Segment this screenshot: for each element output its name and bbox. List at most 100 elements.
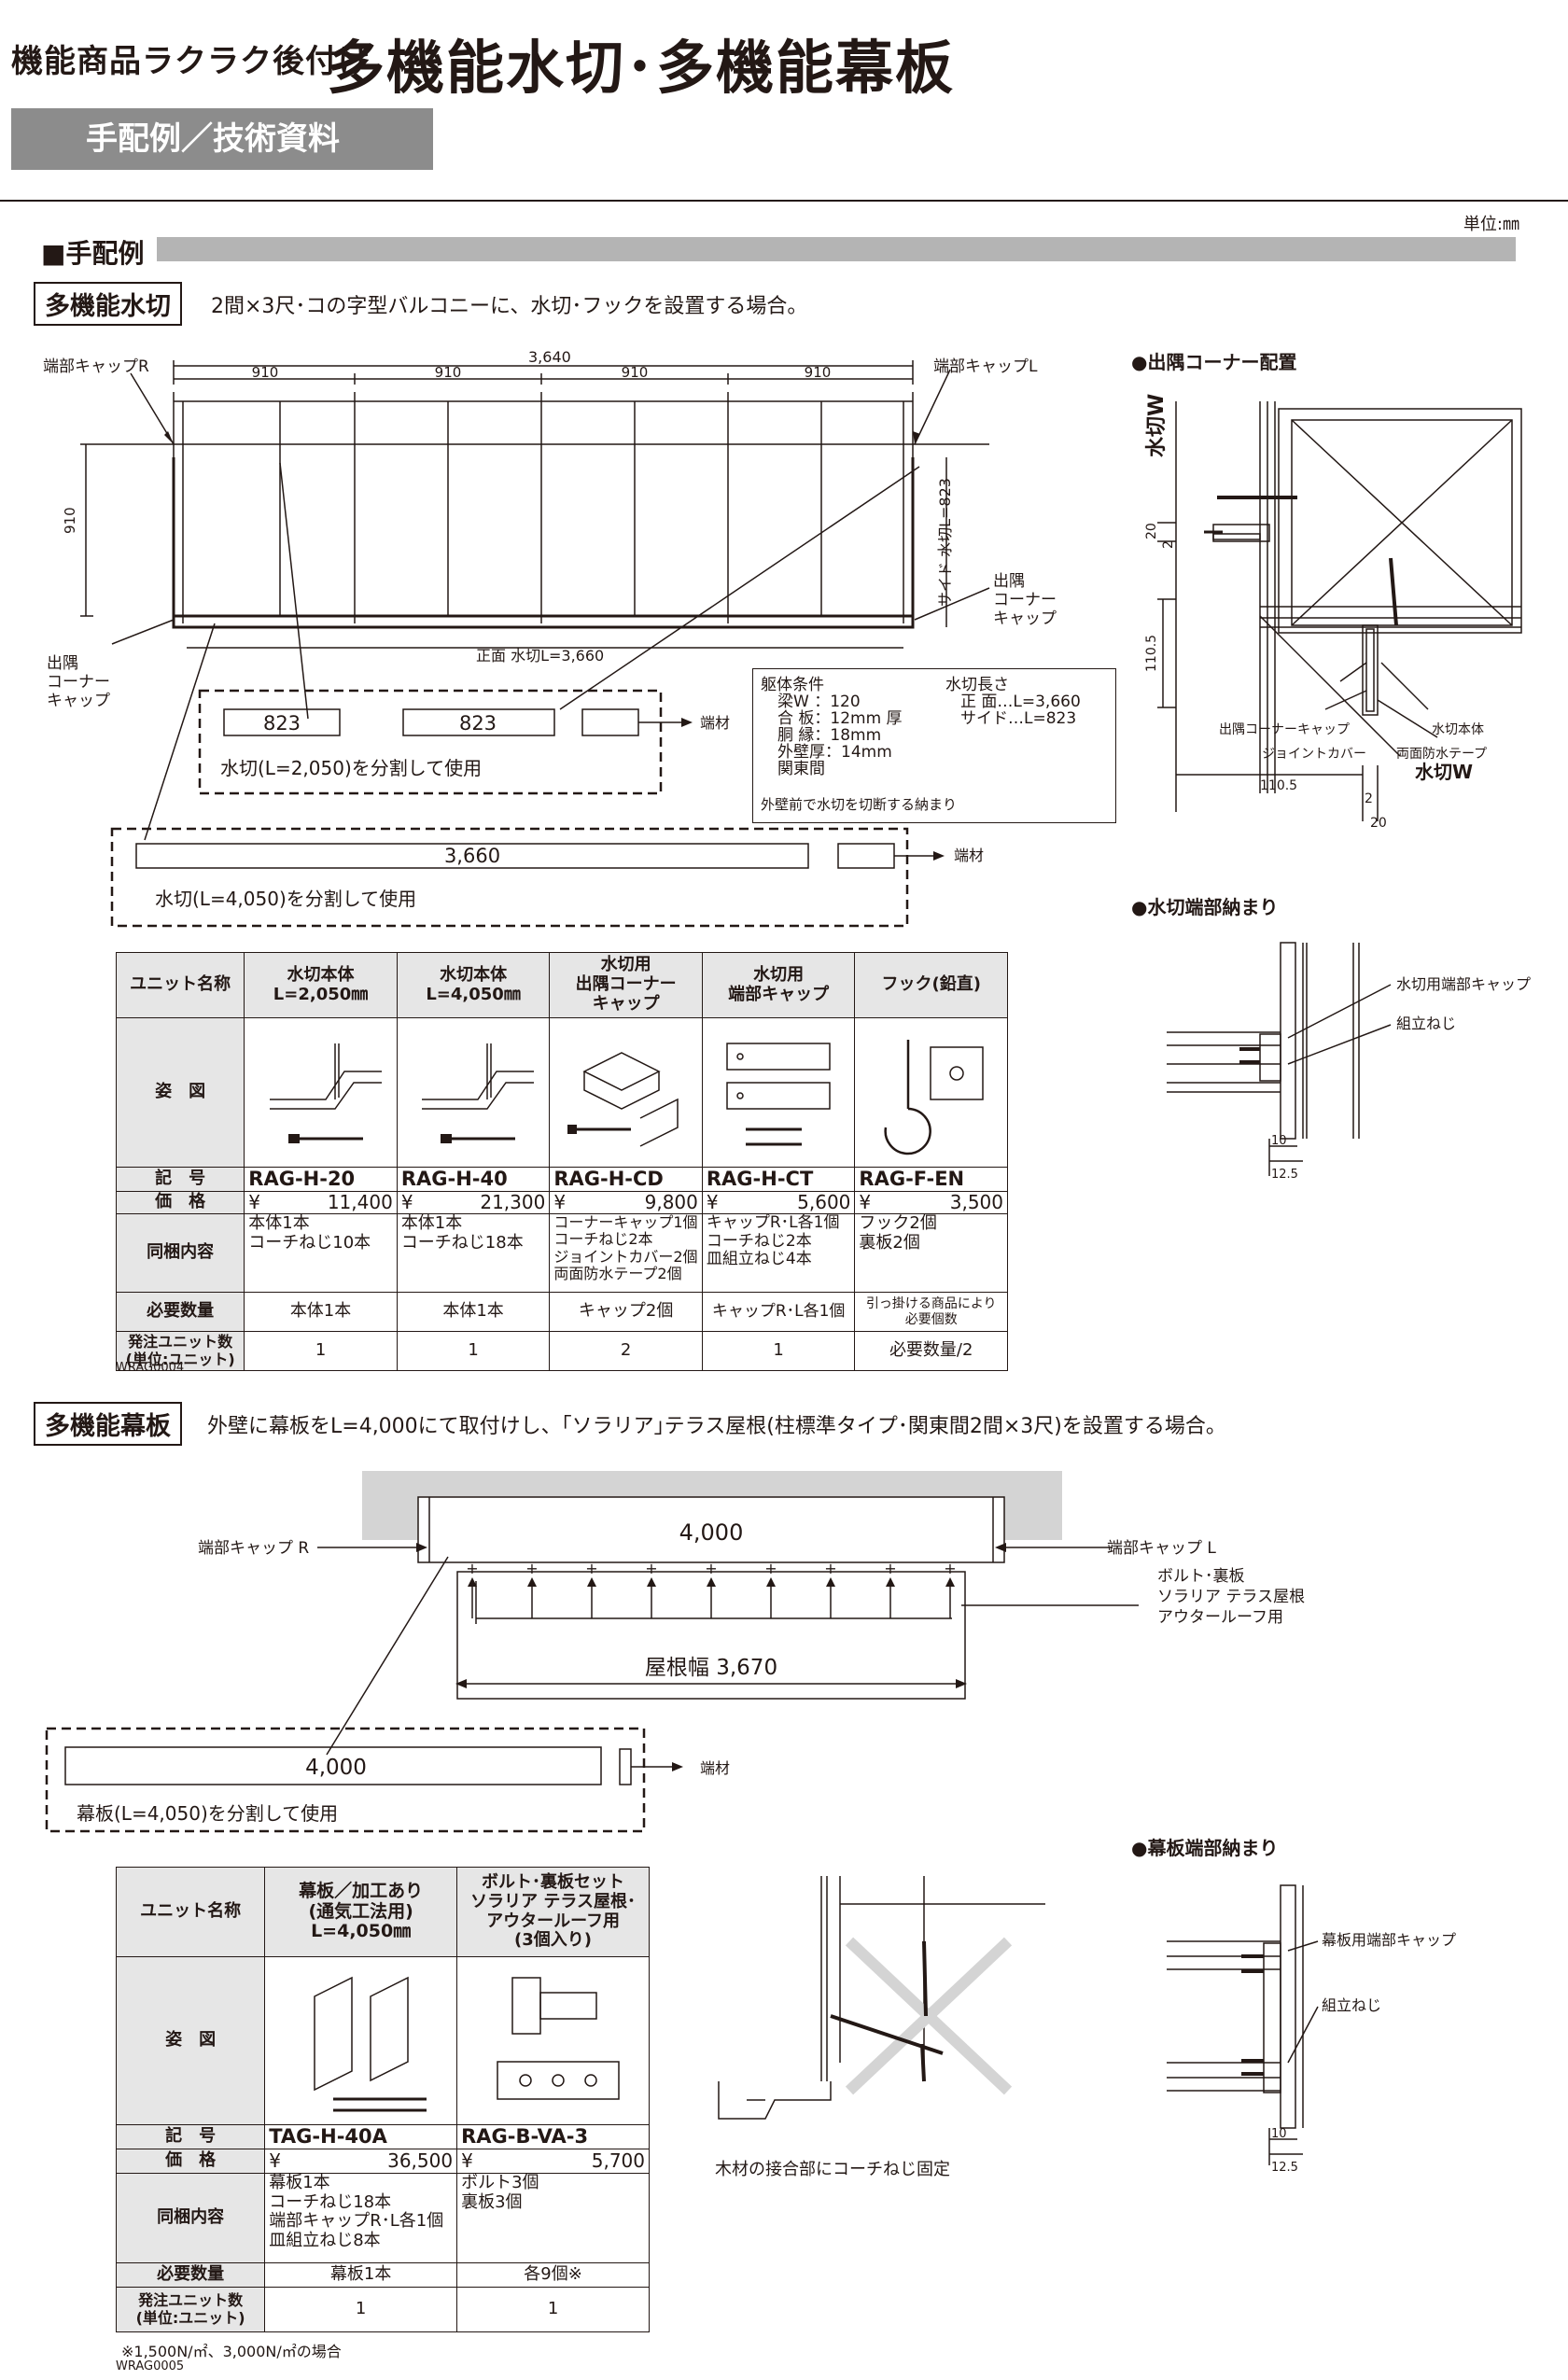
product-code: RAG-F-EN [854, 1167, 1008, 1192]
svg-text:サイド 水切L=823: サイド 水切L=823 [936, 478, 954, 607]
product-price: ¥3,500 [854, 1191, 1008, 1214]
makuita-end-section-drawing: 幕板用端部キャップ 組立ねじ 10 12.5 [1167, 1884, 1456, 2175]
hook-image [884, 1039, 984, 1155]
col-name: 水切本体 L=2,050㎜ [244, 952, 398, 1018]
svg-text:端材: 端材 [700, 1759, 730, 1777]
bolt-mark: + [645, 1560, 657, 1577]
svg-text:屋根幅 3,670: 屋根幅 3,670 [645, 1656, 777, 1680]
table-row: 価 格 ¥36,500 ¥5,700 [115, 2149, 650, 2174]
svg-text:3,660: 3,660 [444, 845, 500, 867]
corner-section-title: ●出隅コーナー配置 [1131, 351, 1297, 373]
svg-text:823: 823 [263, 712, 301, 735]
mizukiri-end-section-drawing: 水切用端部キャップ 組立ねじ 10 12.5 [1167, 942, 1531, 1182]
table-row: 必要数量 幕板1本 各9個※ [115, 2262, 650, 2288]
svg-text:823: 823 [459, 712, 497, 735]
bolt-arrow-head [707, 1577, 716, 1587]
makuita-board-image [313, 1976, 427, 2112]
product-contents: 本体1本 コーチねじ10本 [244, 1213, 398, 1293]
order-units: 1 [264, 2287, 458, 2332]
col-name: ボルト･裏板セット ソラリア テラス屋根･ アウタールーフ用 (3個入り) [456, 1867, 650, 1957]
table-row: 姿 図 [115, 1017, 1008, 1168]
mizukiri-spec-table: ユニット名称 水切本体 L=2,050㎜ 水切本体 L=4,050㎜ 水切用 出… [115, 952, 1008, 1371]
bolt-mark: + [585, 1560, 597, 1577]
svg-text:ソラリア テラス屋根･: ソラリア テラス屋根･ [1157, 1588, 1307, 1606]
svg-text:ジョイントカバー: ジョイントカバー [1262, 747, 1366, 762]
svg-text:10: 10 [1271, 1134, 1287, 1148]
product-contents: コーナーキャップ1個 コーチねじ2本 ジョイントカバー2個 両面防水テープ2個 [549, 1213, 703, 1293]
product-code: RAG-H-CD [549, 1167, 703, 1192]
row-label: 必要数量 [115, 1292, 245, 1332]
svg-text:端材: 端材 [700, 714, 730, 732]
bolt-arrow-head [826, 1577, 835, 1587]
row-label: 記 号 [115, 1167, 245, 1192]
row-label: 発注ユニット数 (単位:ユニット) [115, 2287, 266, 2332]
header-small-title: 機能商品ラクラク後付け [11, 43, 371, 80]
water-drip-body-image [269, 1043, 382, 1143]
mizukiri-table-code: WRAG0004 [116, 1361, 185, 1375]
bolt-mark: + [824, 1560, 836, 1577]
product-code: RAG-H-20 [244, 1167, 398, 1192]
table-row: 同梱内容 本体1本 コーチねじ10本 本体1本 コーチねじ18本 コーナーキャッ… [115, 1213, 1008, 1293]
svg-text:水切用端部キャップ: 水切用端部キャップ [1396, 975, 1531, 993]
svg-text:20: 20 [1144, 523, 1159, 539]
svg-text:910: 910 [805, 364, 832, 381]
svg-text:12.5: 12.5 [1271, 1168, 1298, 1182]
makuita-spec-table: ユニット名称 幕板／加工あり (通気工法用) L=4,050㎜ ボルト･裏板セッ… [115, 1867, 650, 2332]
svg-text:木材の接合部にコーチねじ固定: 木材の接合部にコーチねじ固定 [715, 2160, 950, 2179]
table-row: 記 号 TAG-H-40A RAG-B-VA-3 [115, 2124, 650, 2149]
required-qty: キャップR･L各1個 [701, 1292, 856, 1332]
svg-text:910: 910 [435, 364, 462, 381]
table-row: 同梱内容 幕板1本 コーチねじ18本 端部キャップR･L各1個 皿組立ねじ8本 … [115, 2173, 650, 2263]
table-row: 記 号 RAG-H-20 RAG-H-40 RAG-H-CD RAG-H-CT … [115, 1167, 1008, 1192]
corner-cap-image [567, 1051, 679, 1147]
bolt-arrow-head [647, 1577, 656, 1587]
product-contents: キャップR･L各1個 コーチねじ2本 皿組立ねじ4本 [701, 1213, 856, 1293]
makuita-table-note: ※1,500N/㎡、3,000N/㎡の場合 [121, 2343, 342, 2360]
svg-text:ボルト･裏板: ボルト･裏板 [1157, 1566, 1245, 1586]
product-image-cell [456, 1956, 650, 2125]
svg-text:2: 2 [1161, 540, 1176, 549]
col-name: フック(鉛直) [854, 952, 1008, 1018]
svg-text:コーナー: コーナー [47, 673, 110, 692]
svg-text:端部キャップR: 端部キャップR [43, 357, 149, 376]
product-contents: ボルト3個 裏板3個 [456, 2173, 650, 2263]
row-label: 姿 図 [115, 1956, 266, 2125]
row-label: 価 格 [115, 2149, 266, 2174]
svg-text:正面 水切L=3,660: 正面 水切L=3,660 [476, 647, 604, 665]
header-divider [0, 200, 1568, 202]
svg-text:水切本体: 水切本体 [1432, 722, 1484, 737]
row-label: 必要数量 [115, 2262, 266, 2288]
table-row: 必要数量 本体1本 本体1本 キャップ2個 キャップR･L各1個 引っ掛ける商品… [115, 1292, 1008, 1332]
row-label: 同梱内容 [115, 2173, 266, 2263]
mizukiri-description: 2間×3尺･コの字型バルコニーに、水切･フックを設置する場合。 [211, 295, 808, 318]
joint-screw-drawing: 木材の接合部にコーチねじ固定 [715, 1876, 1045, 2179]
subtitle-bar: 手配例／技術資料 [11, 108, 433, 170]
bolt-arrow-head [468, 1577, 477, 1587]
svg-text:3,640: 3,640 [528, 348, 571, 366]
product-price: ¥11,400 [244, 1191, 398, 1214]
order-units: 1 [244, 1331, 398, 1371]
svg-text:出隅: 出隅 [993, 572, 1025, 591]
product-contents: 本体1本 コーチねじ18本 [396, 1213, 551, 1293]
bolt-mark: + [525, 1560, 538, 1577]
bolt-mark: + [705, 1560, 717, 1577]
svg-text:幕板用端部キャップ: 幕板用端部キャップ [1322, 1931, 1456, 1949]
conditions-right: 水切長さ 正 面…L=3,660 サイド…L=823 [945, 676, 1081, 728]
table-row: ユニット名称 幕板／加工あり (通気工法用) L=4,050㎜ ボルト･裏板セッ… [115, 1867, 650, 1957]
table-row: 発注ユニット数 (単位:ユニット) 1 1 2 1 必要数量/2 [115, 1331, 1008, 1371]
col-name: 水切用 出隅コーナー キャップ [549, 952, 703, 1018]
svg-text:12.5: 12.5 [1271, 2161, 1298, 2175]
svg-text:110.5: 110.5 [1144, 635, 1159, 672]
svg-text:キャップ: キャップ [47, 692, 110, 710]
svg-text:水切W: 水切W [1415, 761, 1473, 783]
table-row: 発注ユニット数 (単位:ユニット) 1 1 [115, 2287, 650, 2332]
svg-text:910: 910 [62, 507, 78, 534]
product-image-cell [264, 1956, 458, 2125]
svg-text:水切(L=4,050)を分割して使用: 水切(L=4,050)を分割して使用 [155, 888, 416, 910]
product-price: ¥36,500 [264, 2149, 458, 2174]
col-name: 水切本体 L=4,050㎜ [396, 952, 551, 1018]
product-contents: フック2個 裏板2個 [854, 1213, 1008, 1293]
required-qty: 本体1本 [396, 1292, 551, 1332]
svg-text:水切(L=2,050)を分割して使用: 水切(L=2,050)を分割して使用 [220, 757, 482, 779]
product-code: RAG-H-CT [701, 1167, 856, 1192]
